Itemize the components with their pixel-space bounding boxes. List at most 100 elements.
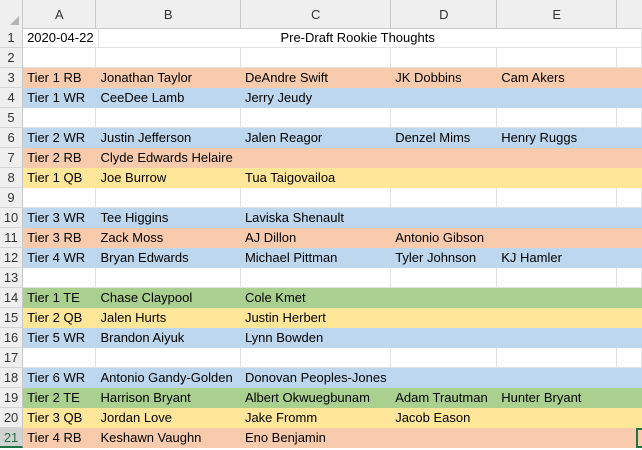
player-cell[interactable]: Justin Jefferson: [96, 128, 241, 148]
tier-cell[interactable]: Tier 3 WR: [23, 208, 97, 228]
player-cell[interactable]: [497, 408, 617, 428]
player-cell[interactable]: JK Dobbins: [391, 68, 498, 88]
cell[interactable]: [616, 128, 642, 148]
tier-cell[interactable]: Tier 1 QB: [23, 168, 97, 188]
row-header[interactable]: 3: [0, 68, 24, 88]
player-cell[interactable]: [497, 328, 617, 348]
player-cell[interactable]: [497, 348, 617, 368]
player-cell[interactable]: CeeDee Lamb: [96, 88, 241, 108]
row-header[interactable]: 17: [0, 348, 24, 368]
row-header[interactable]: 21: [0, 428, 24, 448]
cell[interactable]: [616, 308, 642, 328]
player-cell[interactable]: Joe Burrow: [96, 168, 241, 188]
player-cell[interactable]: [391, 348, 498, 368]
tier-cell[interactable]: Tier 4 WR: [23, 248, 97, 268]
cell[interactable]: [616, 48, 642, 68]
player-cell[interactable]: KJ Hamler: [497, 248, 617, 268]
player-cell[interactable]: Zack Moss: [96, 228, 241, 248]
cell[interactable]: [616, 168, 642, 188]
player-cell[interactable]: [96, 108, 241, 128]
row-header[interactable]: 9: [0, 188, 24, 208]
player-cell[interactable]: Albert Okwuegbunam: [240, 388, 392, 408]
row-header[interactable]: 7: [0, 148, 24, 168]
player-cell[interactable]: Jacob Eason: [391, 408, 498, 428]
player-cell[interactable]: Lynn Bowden: [240, 328, 392, 348]
row-header[interactable]: 2: [0, 48, 24, 68]
player-cell[interactable]: Tua Taigovailoa: [240, 168, 392, 188]
player-cell[interactable]: Jerry Jeudy: [240, 88, 392, 108]
row-header[interactable]: 8: [0, 168, 24, 188]
player-cell[interactable]: [391, 368, 498, 388]
column-header-a[interactable]: A: [23, 0, 97, 28]
player-cell[interactable]: Jalen Reagor: [240, 128, 392, 148]
player-cell[interactable]: [391, 88, 498, 108]
tier-cell[interactable]: [23, 348, 97, 368]
cell[interactable]: [616, 288, 642, 308]
player-cell[interactable]: [497, 288, 617, 308]
player-cell[interactable]: [240, 188, 392, 208]
tier-cell[interactable]: Tier 4 RB: [23, 428, 97, 448]
tier-cell[interactable]: Tier 5 WR: [23, 328, 97, 348]
player-cell[interactable]: Denzel Mims: [391, 128, 498, 148]
player-cell[interactable]: Bryan Edwards: [96, 248, 241, 268]
column-header-d[interactable]: D: [391, 0, 498, 28]
row-header[interactable]: 12: [0, 248, 24, 268]
player-cell[interactable]: Adam Trautman: [391, 388, 498, 408]
player-cell[interactable]: Laviska Shenault: [240, 208, 392, 228]
tier-cell[interactable]: Tier 3 RB: [23, 228, 97, 248]
player-cell[interactable]: [391, 148, 498, 168]
column-header-b[interactable]: B: [96, 0, 241, 28]
player-cell[interactable]: [497, 48, 617, 68]
player-cell[interactable]: Harrison Bryant: [96, 388, 241, 408]
player-cell[interactable]: [497, 168, 617, 188]
player-cell[interactable]: [391, 268, 498, 288]
tier-cell[interactable]: Tier 2 TE: [23, 388, 97, 408]
row-header[interactable]: 5: [0, 108, 24, 128]
row-header[interactable]: 16: [0, 328, 24, 348]
tier-cell[interactable]: Tier 1 TE: [23, 288, 97, 308]
cell[interactable]: [616, 428, 642, 448]
tier-cell[interactable]: Tier 6 WR: [23, 368, 97, 388]
player-cell[interactable]: Clyde Edwards Helaire: [96, 148, 241, 168]
player-cell[interactable]: [391, 428, 498, 448]
cell[interactable]: [616, 368, 642, 388]
column-header-c[interactable]: C: [241, 0, 392, 28]
tier-cell[interactable]: Tier 2 QB: [23, 308, 97, 328]
date-cell[interactable]: 2020-04-22: [23, 28, 99, 48]
player-cell[interactable]: [240, 48, 392, 68]
row-header[interactable]: 11: [0, 228, 24, 248]
player-cell[interactable]: Jake Fromm: [240, 408, 392, 428]
player-cell[interactable]: Henry Ruggs: [497, 128, 617, 148]
column-header-e[interactable]: E: [497, 0, 617, 28]
player-cell[interactable]: [96, 48, 241, 68]
player-cell[interactable]: Chase Claypool: [96, 288, 241, 308]
cell[interactable]: [616, 108, 642, 128]
tier-cell[interactable]: Tier 2 WR: [23, 128, 97, 148]
player-cell[interactable]: [391, 308, 498, 328]
cell[interactable]: [616, 348, 642, 368]
player-cell[interactable]: [391, 328, 498, 348]
player-cell[interactable]: [240, 268, 392, 288]
sheet-title-cell[interactable]: Pre-Draft Rookie Thoughts: [98, 28, 617, 48]
cell[interactable]: [616, 208, 642, 228]
row-header[interactable]: 18: [0, 368, 24, 388]
player-cell[interactable]: Jalen Hurts: [96, 308, 241, 328]
selected-cell-indicator[interactable]: [636, 428, 642, 448]
player-cell[interactable]: [391, 168, 498, 188]
player-cell[interactable]: [96, 268, 241, 288]
row-header[interactable]: 20: [0, 408, 24, 428]
cell[interactable]: [616, 248, 642, 268]
player-cell[interactable]: [391, 48, 498, 68]
tier-cell[interactable]: Tier 2 RB: [23, 148, 97, 168]
player-cell[interactable]: [497, 268, 617, 288]
row-header[interactable]: 10: [0, 208, 24, 228]
player-cell[interactable]: [497, 428, 617, 448]
player-cell[interactable]: Brandon Aiyuk: [96, 328, 241, 348]
player-cell[interactable]: Eno Benjamin: [240, 428, 392, 448]
player-cell[interactable]: Tee Higgins: [96, 208, 241, 228]
row-header[interactable]: 4: [0, 88, 24, 108]
player-cell[interactable]: Hunter Bryant: [497, 388, 617, 408]
player-cell[interactable]: [391, 288, 498, 308]
player-cell[interactable]: Donovan Peoples-Jones: [240, 368, 392, 388]
